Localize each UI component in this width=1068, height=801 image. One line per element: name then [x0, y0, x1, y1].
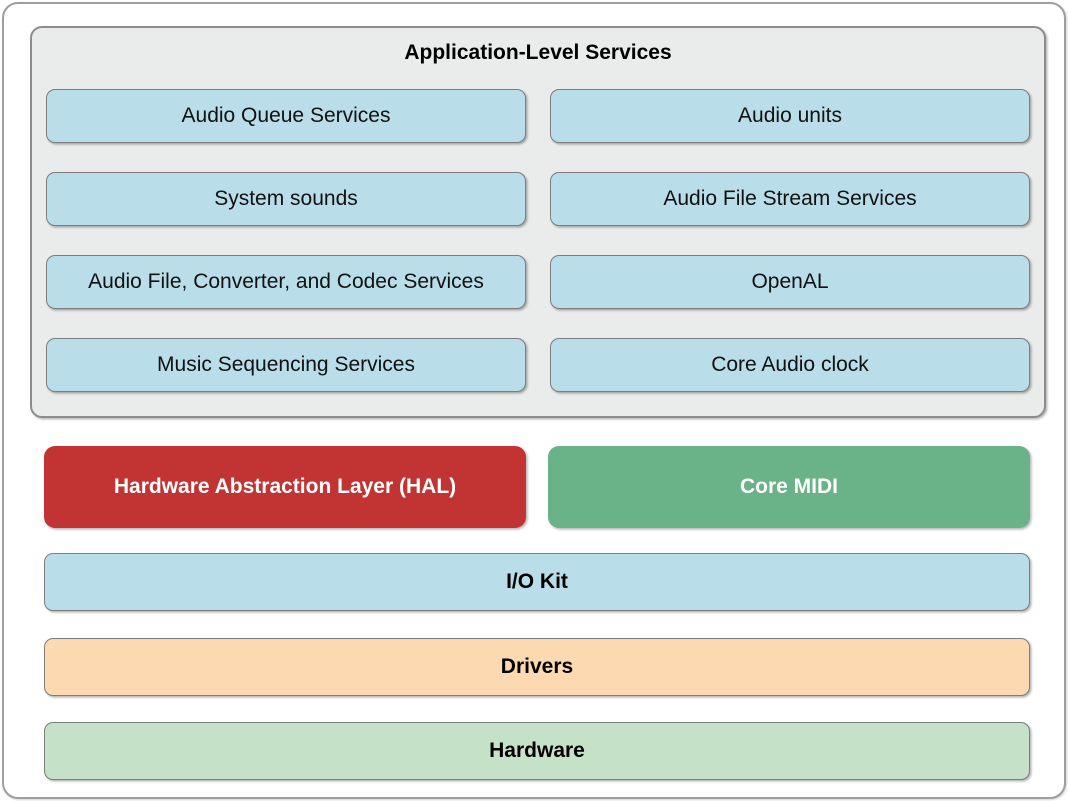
box-audio-units: Audio units [550, 89, 1030, 143]
box-openal: OpenAL [550, 255, 1030, 309]
box-io-kit: I/O Kit [44, 553, 1030, 611]
application-level-services-title: Application-Level Services [404, 41, 672, 64]
box-hardware: Hardware [44, 722, 1030, 780]
application-level-services-panel: Application-Level Services Audio Queue S… [30, 26, 1046, 418]
box-music-sequencing-services: Music Sequencing Services [46, 338, 526, 392]
box-drivers: Drivers [44, 638, 1030, 696]
box-core-audio-clock: Core Audio clock [550, 338, 1030, 392]
service-grid: Audio Queue Services Audio units System … [46, 89, 1030, 392]
box-hardware-abstraction-layer: Hardware Abstraction Layer (HAL) [44, 446, 526, 528]
box-system-sounds: System sounds [46, 172, 526, 226]
hal-midi-row: Hardware Abstraction Layer (HAL) Core MI… [44, 446, 1030, 528]
box-core-midi: Core MIDI [548, 446, 1030, 528]
box-audio-file-converter-codec-services: Audio File, Converter, and Codec Service… [46, 255, 526, 309]
box-audio-queue-services: Audio Queue Services [46, 89, 526, 143]
box-audio-file-stream-services: Audio File Stream Services [550, 172, 1030, 226]
